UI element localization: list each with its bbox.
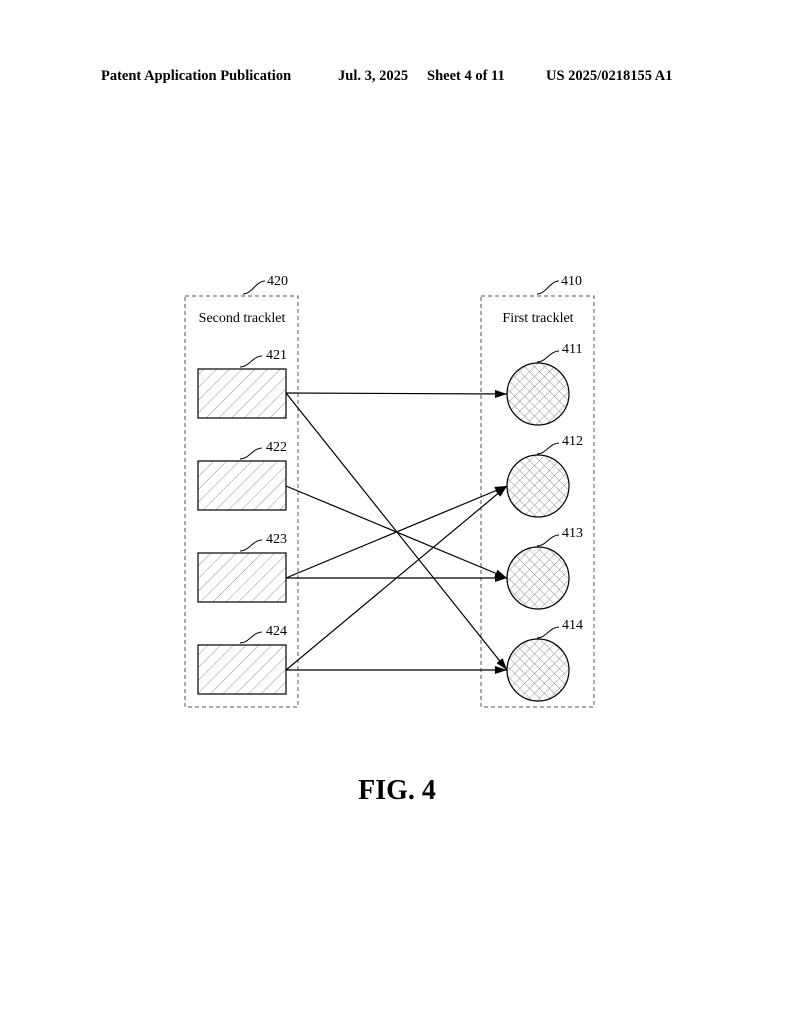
- detection-box-423: 423: [197, 532, 287, 603]
- second-tracklet-title: Second tracklet: [199, 311, 286, 326]
- detection-circle-414: 414: [506, 618, 583, 702]
- page-header: Patent Application Publication Jul. 3, 2…: [0, 68, 794, 90]
- circle-414-ref: 414: [562, 618, 583, 633]
- first-tracklet-title: First tracklet: [502, 311, 573, 326]
- detection-box-422: 422: [197, 440, 287, 511]
- box-421-ref: 421: [266, 348, 287, 363]
- detection-circle-411: 411: [506, 342, 582, 426]
- figure-caption: FIG. 4: [358, 775, 436, 806]
- box-423-ref: 423: [266, 532, 287, 547]
- detection-circle-412: 412: [506, 434, 583, 518]
- publication-label: Patent Application Publication: [101, 68, 292, 84]
- arrow-421-to-411: [285, 389, 508, 398]
- first-tracklet-frame: [480, 295, 595, 708]
- second-tracklet-group: 420 Second tracklet: [184, 274, 299, 708]
- arrow-423-to-412: [285, 485, 508, 579]
- group-420-ref: 420: [267, 274, 288, 289]
- detection-box-421: 421: [197, 348, 287, 419]
- association-arrows: [285, 389, 508, 674]
- group-410-ref: 410: [561, 274, 582, 289]
- detection-circle-413: 413: [506, 526, 583, 610]
- circle-413-ref: 413: [562, 526, 583, 541]
- arrow-424-to-412: [285, 485, 508, 671]
- detection-box-424: 424: [197, 624, 287, 695]
- group-420-leader: [242, 280, 266, 295]
- circle-412-ref: 412: [562, 434, 583, 449]
- sheet-number: Sheet 4 of 11: [427, 68, 505, 84]
- group-410-leader: [536, 280, 560, 295]
- publication-date: Jul. 3, 2025: [338, 68, 409, 84]
- circle-411-ref: 411: [562, 342, 582, 357]
- first-tracklet-group: 410 First tracklet: [480, 274, 595, 708]
- box-422-ref: 422: [266, 440, 287, 455]
- box-424-ref: 424: [266, 624, 287, 639]
- patent-number: US 2025/0218155 A1: [546, 68, 673, 84]
- second-tracklet-frame: [184, 295, 299, 708]
